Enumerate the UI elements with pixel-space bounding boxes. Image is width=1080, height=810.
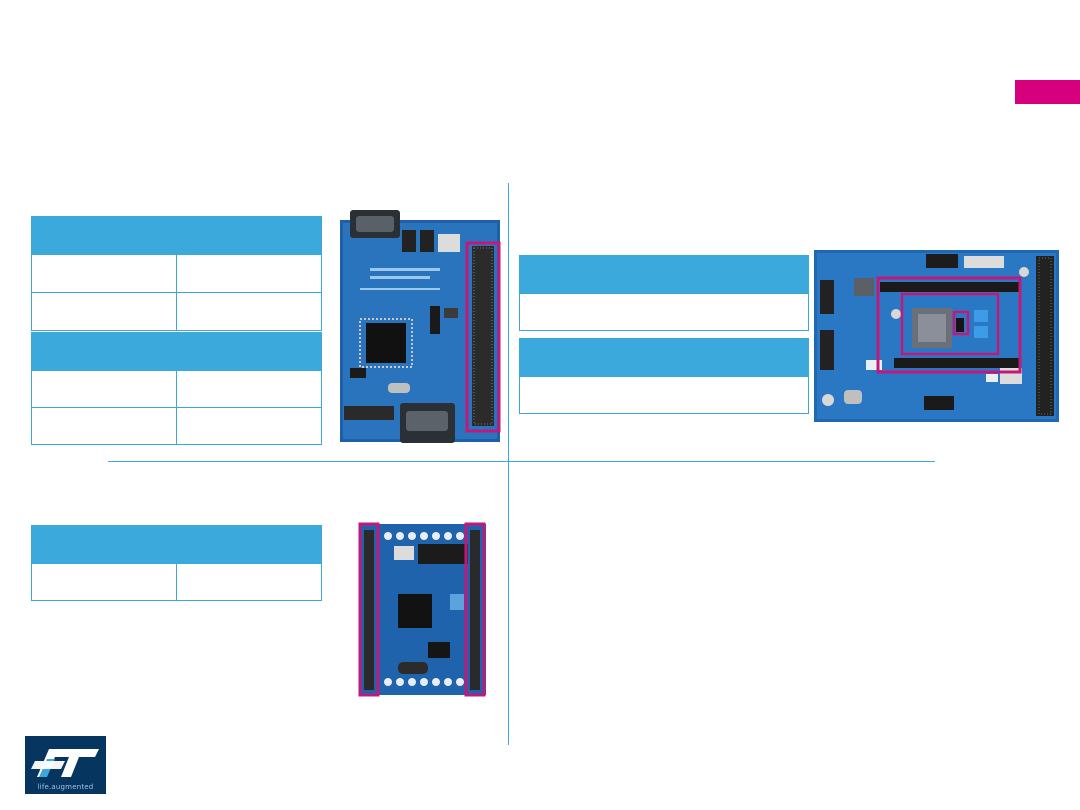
section-accent-tab — [1015, 80, 1080, 104]
table-cell — [176, 254, 322, 293]
board-photo-top-left — [340, 208, 505, 448]
st-logo-icon — [31, 749, 99, 777]
table-cell — [31, 370, 177, 408]
table-cell — [31, 292, 177, 331]
spec-table-bottom-left — [31, 525, 322, 601]
spec-table-right-1 — [519, 255, 809, 331]
board-photo-right — [814, 250, 1059, 422]
spec-table-top-left-2 — [31, 332, 322, 445]
table-cell — [31, 407, 177, 445]
table-cell — [31, 563, 177, 601]
table-header — [519, 255, 809, 294]
st-logo: life.augmented — [25, 736, 106, 794]
table-cell — [519, 293, 809, 331]
table-cell — [31, 254, 177, 293]
logo-tagline: life.augmented — [37, 783, 94, 791]
table-header — [519, 338, 809, 377]
table-cell — [176, 563, 322, 601]
horizontal-divider — [108, 461, 935, 462]
vertical-divider — [508, 183, 509, 745]
table-cell — [519, 376, 809, 414]
table-cell — [176, 292, 322, 331]
table-header — [31, 216, 322, 255]
table-cell — [176, 370, 322, 408]
spec-table-top-left-1 — [31, 216, 322, 331]
table-cell — [176, 407, 322, 445]
table-header — [31, 332, 322, 371]
spec-table-right-2 — [519, 338, 809, 414]
table-header — [31, 525, 322, 564]
board-photo-bottom-left — [358, 522, 488, 697]
